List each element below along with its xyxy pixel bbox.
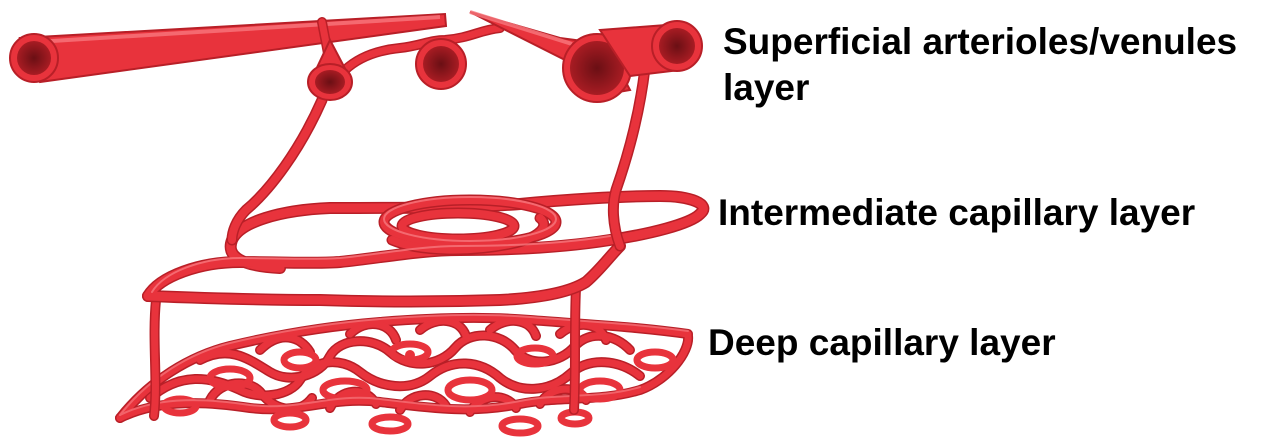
- superficial-layer-label-line2: layer: [723, 65, 1237, 111]
- far-right-vessel-lumen: [659, 28, 695, 64]
- deep-capillary-network: [120, 315, 688, 433]
- left-arteriole-lumen: [17, 41, 51, 75]
- middle-vessel-lumen: [423, 46, 459, 82]
- superficial-vessels: [10, 12, 702, 102]
- small-vessel-lumen: [315, 70, 345, 94]
- intermediate-layer-label: Intermediate capillary layer: [718, 190, 1195, 236]
- superficial-layer-label-line1: Superficial arterioles/venules: [723, 19, 1237, 65]
- deep-layer-label: Deep capillary layer: [708, 320, 1056, 366]
- superficial-layer-label: Superficial arterioles/venules layer: [723, 19, 1237, 111]
